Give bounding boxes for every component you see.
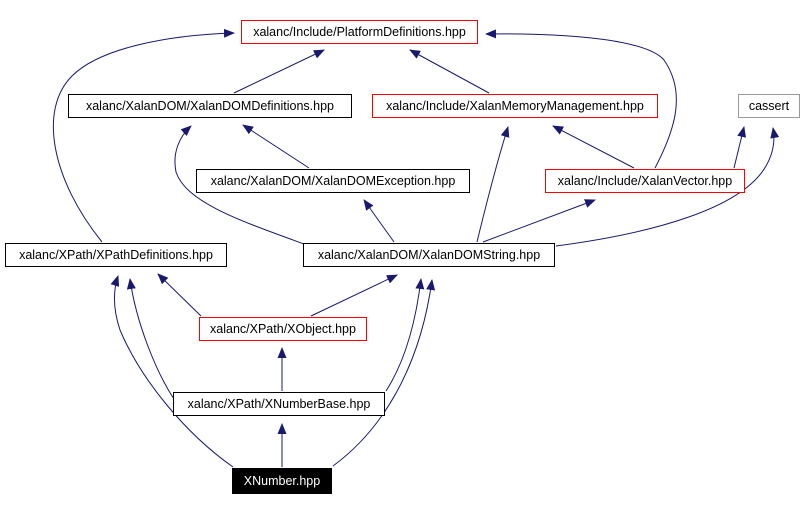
edge-xalandomexception-to-xalandomdefinitions xyxy=(242,124,310,169)
edge-xnumber-to-xpathdefinitions xyxy=(110,275,234,468)
edge-xalanvector-to-cassert xyxy=(733,126,747,169)
node-xnumberbase[interactable]: xalanc/XPath/XNumberBase.hpp xyxy=(173,392,385,416)
edge-xnumber-to-xalandomstring xyxy=(332,279,436,467)
node-xalanmemorymanagement[interactable]: xalanc/Include/XalanMemoryManagement.hpp xyxy=(372,94,658,118)
edge-xalandomstring-to-xalanvector xyxy=(482,199,596,243)
node-xobject[interactable]: xalanc/XPath/XObject.hpp xyxy=(199,317,367,341)
node-xalandomdefinitions[interactable]: xalanc/XalanDOM/XalanDOMDefinitions.hpp xyxy=(68,94,352,118)
node-platformdefinitions[interactable]: xalanc/Include/PlatformDefinitions.hpp xyxy=(241,20,478,44)
edge-xalandomstring-to-cassert xyxy=(555,127,780,247)
edge-xalanmemorymanagement-to-platformdefinitions xyxy=(409,49,490,94)
edge-xalandomstring-to-xalandomdefinitions xyxy=(174,125,305,245)
node-xnumber-current: XNumber.hpp xyxy=(232,468,332,494)
edge-xnumberbase-to-xpathdefinitions xyxy=(126,278,175,400)
node-xpathdefinitions[interactable]: xalanc/XPath/XPathDefinitions.hpp xyxy=(5,243,227,267)
edge-xnumberbase-to-xalandomstring xyxy=(385,278,425,392)
edge-xobject-to-xalandomstring xyxy=(310,274,398,317)
node-xalandomexception[interactable]: xalanc/XalanDOM/XalanDOMException.hpp xyxy=(196,169,470,193)
edge-xalandomdefinitions-to-platformdefinitions xyxy=(233,49,325,94)
node-xalandomstring[interactable]: xalanc/XalanDOM/XalanDOMString.hpp xyxy=(303,243,555,267)
edge-xpathdefinitions-to-platformdefinitions xyxy=(52,28,235,243)
edge-xalanvector-to-xalanmemorymanagement xyxy=(552,125,635,169)
edge-xobject-to-xpathdefinitions xyxy=(157,273,202,317)
edge-xalandomstring-to-xalandomexception xyxy=(363,199,395,243)
edge-xalandomstring-to-xalanmemorymanagement xyxy=(476,126,510,243)
node-cassert: cassert xyxy=(738,94,800,118)
node-xalanvector[interactable]: xalanc/Include/XalanVector.hpp xyxy=(545,169,745,193)
edge-xalanvector-to-platformdefinitions xyxy=(485,29,677,169)
